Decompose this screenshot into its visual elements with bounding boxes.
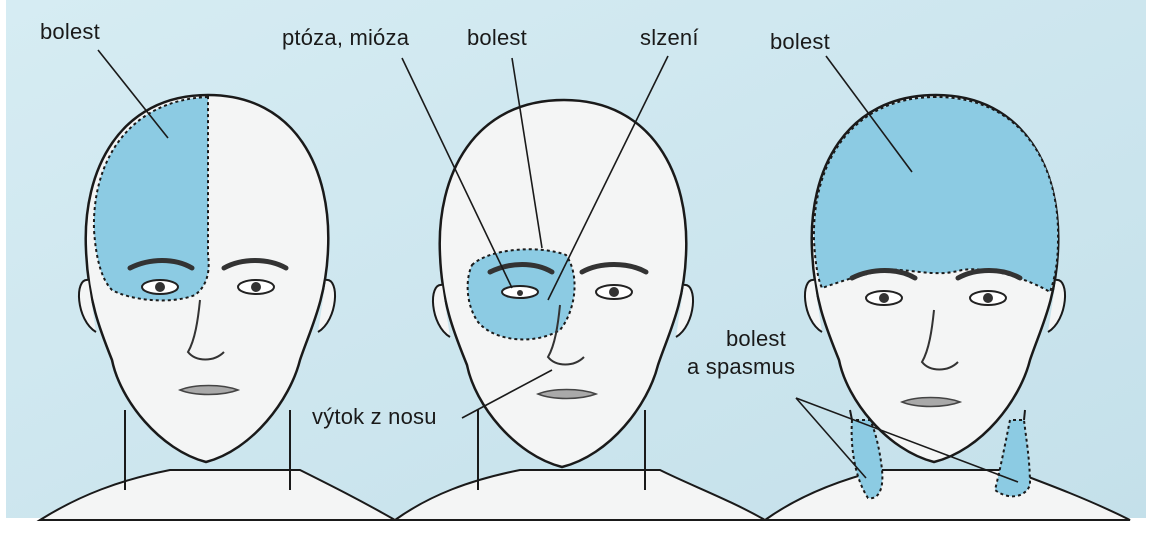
left-pupil — [155, 282, 165, 292]
page-edge-left — [0, 0, 6, 533]
mouth — [902, 398, 960, 407]
left-pupil — [879, 293, 889, 303]
label-panel2-ptosis-miosis: ptóza, mióza — [282, 26, 409, 49]
right-pupil — [983, 293, 993, 303]
label-panel3-pain: bolest — [770, 30, 830, 53]
right-pupil — [609, 287, 619, 297]
page-edge-right — [1146, 0, 1152, 533]
mouth — [180, 386, 238, 395]
mouth — [538, 390, 596, 399]
label-panel2-nasal-discharge: výtok z nosu — [312, 405, 437, 428]
label-panel1-pain: bolest — [40, 20, 100, 43]
label-panel3-pain-spasm-line2: a spasmus — [687, 355, 795, 378]
label-panel2-tearing: slzení — [640, 26, 699, 49]
left-pupil-miosis — [517, 290, 523, 296]
label-panel3-pain-spasm-line1: bolest — [726, 327, 786, 350]
right-pupil — [251, 282, 261, 292]
label-panel2-pain: bolest — [467, 26, 527, 49]
